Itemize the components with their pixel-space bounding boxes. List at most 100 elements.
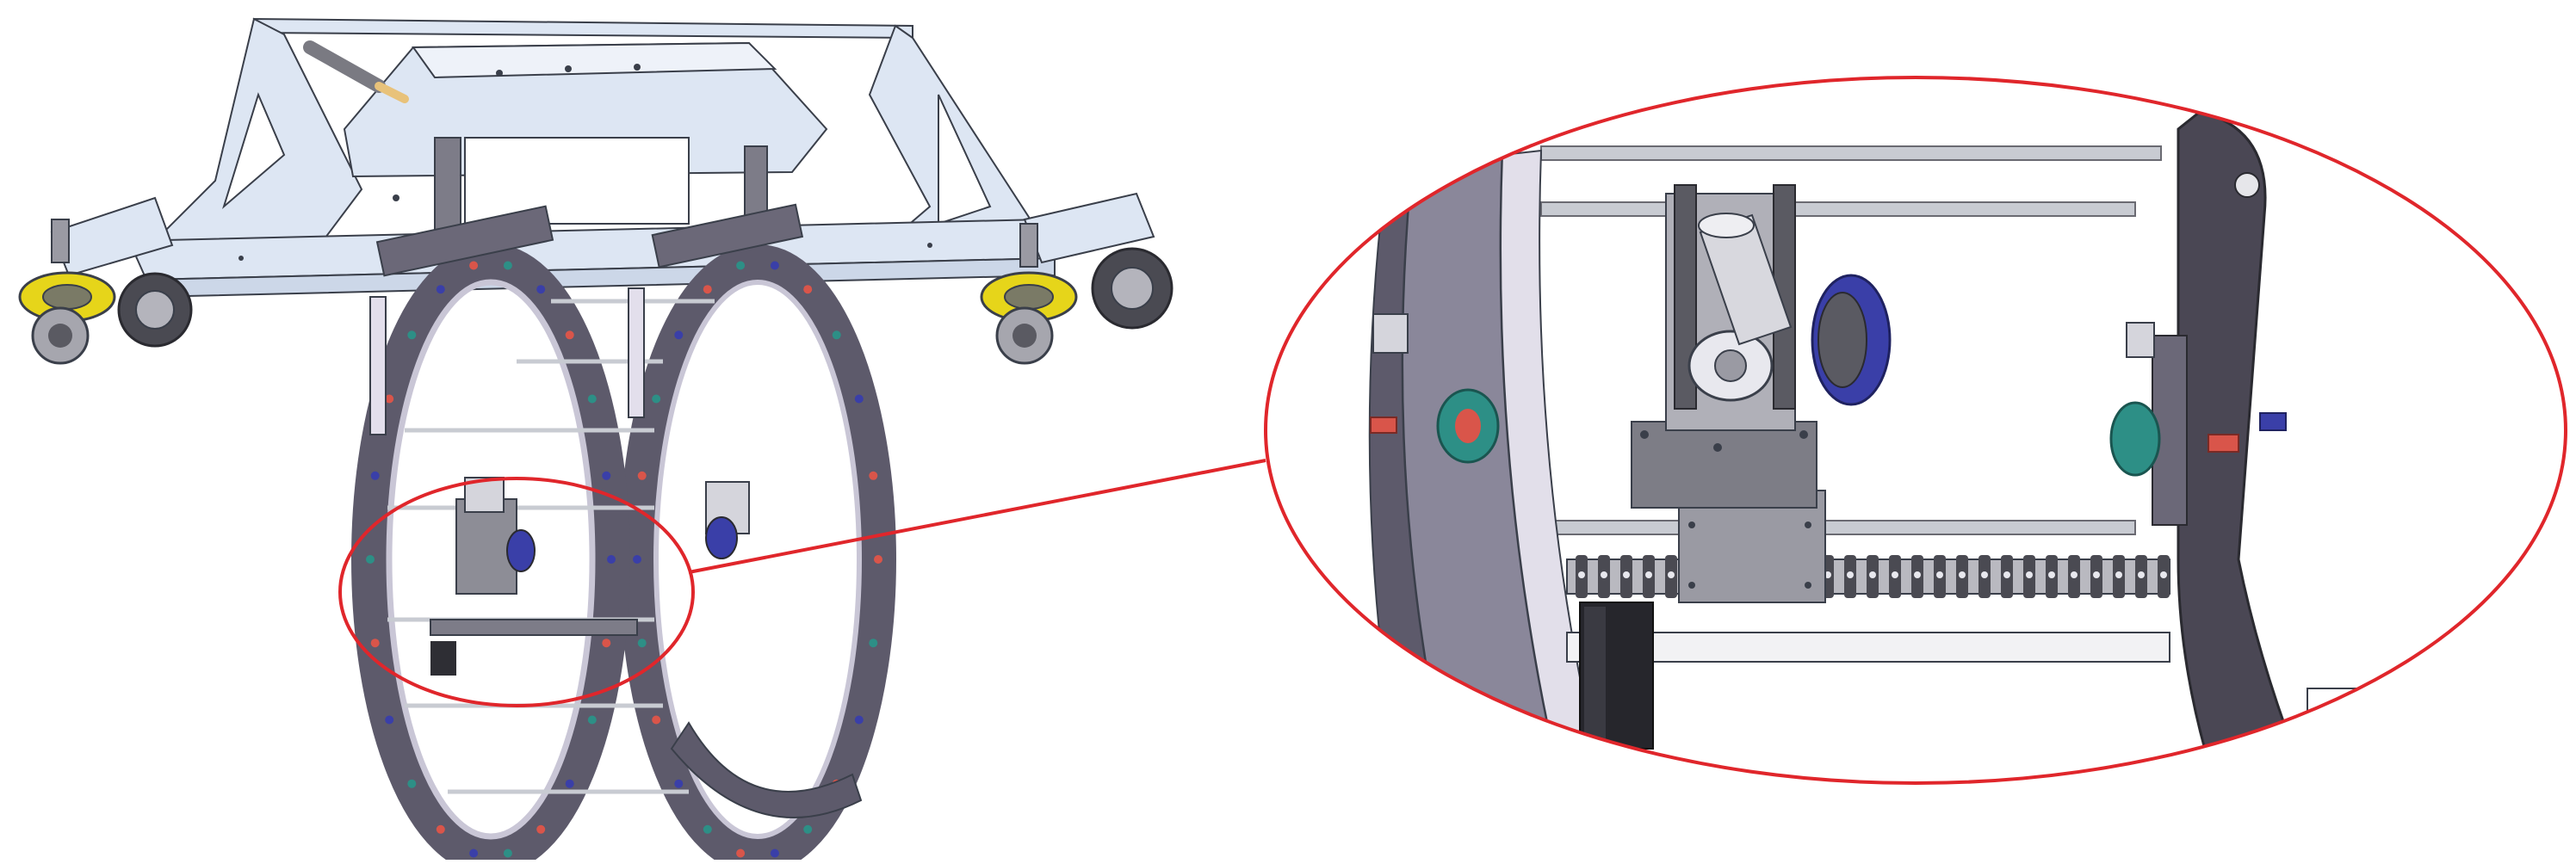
ring-bolt [607, 555, 616, 564]
ring-bolt [736, 849, 746, 858]
rack-tooth-pin [1847, 571, 1854, 578]
rack-tooth-pin [2048, 571, 2055, 578]
rack-tooth-pin [1959, 571, 1966, 578]
detail-carriage-bolts [1640, 430, 1811, 589]
ring-bolt [587, 394, 597, 404]
ring-bolt [536, 824, 546, 834]
detail-callout-ellipse [338, 477, 695, 707]
ring-bolt [832, 330, 841, 340]
ring-frames [351, 203, 896, 864]
left-support-post [434, 137, 461, 242]
ring-bolt [385, 715, 394, 725]
rack-tooth-pin [1892, 571, 1898, 578]
detail-zoom-view [1266, 77, 2566, 783]
ring-bolt [703, 824, 712, 834]
detail-right-clamp [2126, 322, 2155, 358]
detail-rack-track [1566, 632, 2170, 663]
ring-bolt [652, 715, 661, 725]
detail-left-pin-red [1370, 417, 1397, 434]
ring-bolt [652, 394, 661, 404]
ring-bolt [770, 849, 779, 858]
ring-bolt [869, 471, 878, 480]
ring-bolt [854, 394, 864, 404]
ring-bolt [407, 330, 417, 340]
rack-tooth-pin [1936, 571, 1943, 578]
overall-assembly-view [18, 17, 1173, 864]
detail-left-clamp [1372, 313, 1409, 354]
ring-bolt [803, 285, 813, 294]
rack-tooth-pin [2160, 571, 2167, 578]
right-slide-rail [628, 287, 645, 418]
ring-bolt [854, 715, 864, 725]
detail-right-pin-red [2208, 434, 2239, 453]
detail-carriage-arm [1674, 184, 1697, 410]
rack-tooth-pin [2093, 571, 2100, 578]
ring-bolt [770, 261, 779, 270]
rack-tooth-pin [2071, 571, 2078, 578]
hydraulic-rod [375, 82, 409, 103]
ring-bolt [869, 639, 878, 648]
ring-bolt [366, 555, 375, 564]
rack-tooth-pin [1623, 571, 1630, 578]
ring-bolt [703, 285, 712, 294]
gantry-left-truss-opening [222, 92, 286, 210]
detail-upper-rod [1540, 201, 2136, 217]
rack-tooth-pin [2138, 571, 2145, 578]
rack-tooth-pin [2115, 571, 2122, 578]
rack-tooth-pin [1914, 571, 1921, 578]
front-ring-inner [386, 279, 596, 840]
ring-bolt [436, 285, 445, 294]
detail-top-rod [1540, 145, 2162, 161]
right-wheel-bogie [980, 223, 1173, 365]
rack-tooth-pin [1578, 571, 1585, 578]
ring-bolt [469, 849, 479, 858]
ring-bolt [536, 285, 546, 294]
left-slide-rail [369, 296, 387, 435]
rack-tooth-pin [1668, 571, 1675, 578]
ring-bolt [674, 330, 684, 340]
callout-connector-line [688, 459, 1266, 574]
ring-bolt [565, 779, 574, 788]
detail-bottom-stub [2307, 688, 2420, 758]
gantry-right-truss-opening [938, 94, 992, 225]
ring-bolt [503, 849, 512, 858]
front-ring-top-bracket [375, 205, 554, 277]
ring-bolt [803, 824, 813, 834]
detail-carriage-plate [1678, 490, 1826, 603]
gantry-frame [50, 17, 1155, 299]
rear-ring-top-bracket [651, 203, 804, 268]
rack-tooth-pin [2026, 571, 2033, 578]
ring-bolt [602, 471, 611, 480]
detail-carriage-block [1631, 421, 1817, 509]
detail-right-pin-blue [2259, 412, 2287, 431]
ring-bolt [436, 824, 445, 834]
ring-bolt [874, 555, 882, 564]
gantry-top-beam [252, 17, 913, 40]
gantry-center-arch [464, 137, 690, 225]
ring-bolt [370, 639, 380, 648]
ring-bolt [736, 261, 746, 270]
left-wheel-bogie [18, 219, 193, 365]
ring-bolt [469, 261, 479, 270]
rack-tooth-pin [1869, 571, 1876, 578]
detail-lower-rod [1540, 520, 2136, 535]
ring-bolt [674, 779, 684, 788]
ring-bolt [503, 261, 512, 270]
rack-tooth-pin [1981, 571, 1988, 578]
ring-bolt [565, 330, 574, 340]
ring-bolt [637, 471, 647, 480]
detail-zoom-ellipse [1264, 76, 2567, 785]
rack-tooth-pin [2003, 571, 2010, 578]
detail-left-ring-face [1500, 149, 1620, 783]
ring-bolt [407, 779, 417, 788]
rack-tooth-pin [1601, 571, 1607, 578]
detail-top-pin [2234, 172, 2260, 198]
ring-bolt [385, 394, 394, 404]
hydraulic-cylinder [303, 40, 386, 93]
detail-right-roller [2109, 401, 2161, 477]
gantry-center-box-top [412, 41, 777, 79]
ring-bolt [370, 471, 380, 480]
rear-ring-inner [653, 280, 862, 839]
